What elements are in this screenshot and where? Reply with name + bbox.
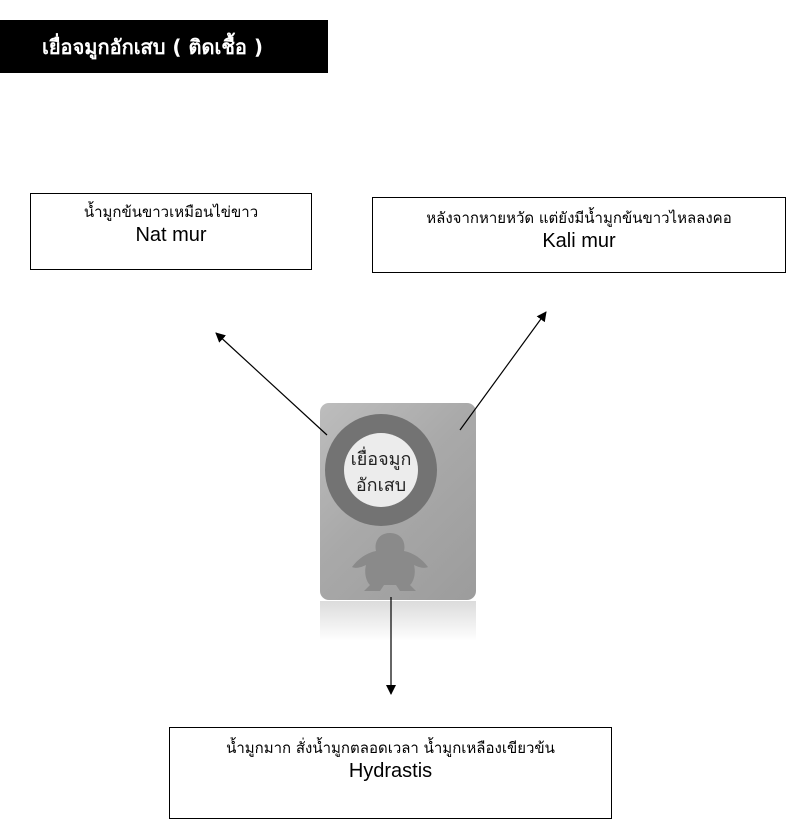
remedy-box-nat-mur: น้ำมูกข้นขาวเหมือนไข่ขาว Nat mur [30, 193, 312, 270]
symptom-description: หลังจากหายหวัด แต่ยังมีน้ำมูกข้นขาวไหลลง… [426, 209, 732, 227]
remedy-name: Hydrastis [348, 760, 433, 782]
figure-silhouette-icon [352, 533, 428, 591]
remedy-name: Kali mur [542, 230, 616, 252]
remedy-box-hydrastis: น้ำมูกมาก สั่งน้ำมูกตลอดเวลา น้ำมูกเหลือ… [169, 727, 612, 819]
center-ring-inner [344, 433, 418, 507]
card-reflection [320, 601, 476, 641]
remedy-box-kali-mur: หลังจากหายหวัด แต่ยังมีน้ำมูกข้นขาวไหลลง… [372, 197, 786, 273]
arrow-to-nat-mur [215, 332, 328, 436]
center-ring [325, 414, 437, 526]
center-label-line-2: อักเสบ [355, 475, 407, 496]
title-bar: เยื่อจมูกอักเสบ ( ติดเชื้อ ) [0, 20, 328, 73]
remedy-name: Nat mur [135, 224, 207, 246]
symptom-description: น้ำมูกมาก สั่งน้ำมูกตลอดเวลา น้ำมูกเหลือ… [226, 739, 555, 757]
center-label: เยื่อจมูก อักเสบ [320, 447, 442, 499]
center-card: เยื่อจมูก อักเสบ [320, 403, 476, 600]
arrow-to-kali-mur [459, 311, 547, 431]
symptom-description: น้ำมูกข้นขาวเหมือนไข่ขาว [83, 203, 259, 221]
page-title: เยื่อจมูกอักเสบ ( ติดเชื้อ ) [42, 34, 264, 59]
center-label-line-1: เยื่อจมูก [350, 449, 412, 470]
